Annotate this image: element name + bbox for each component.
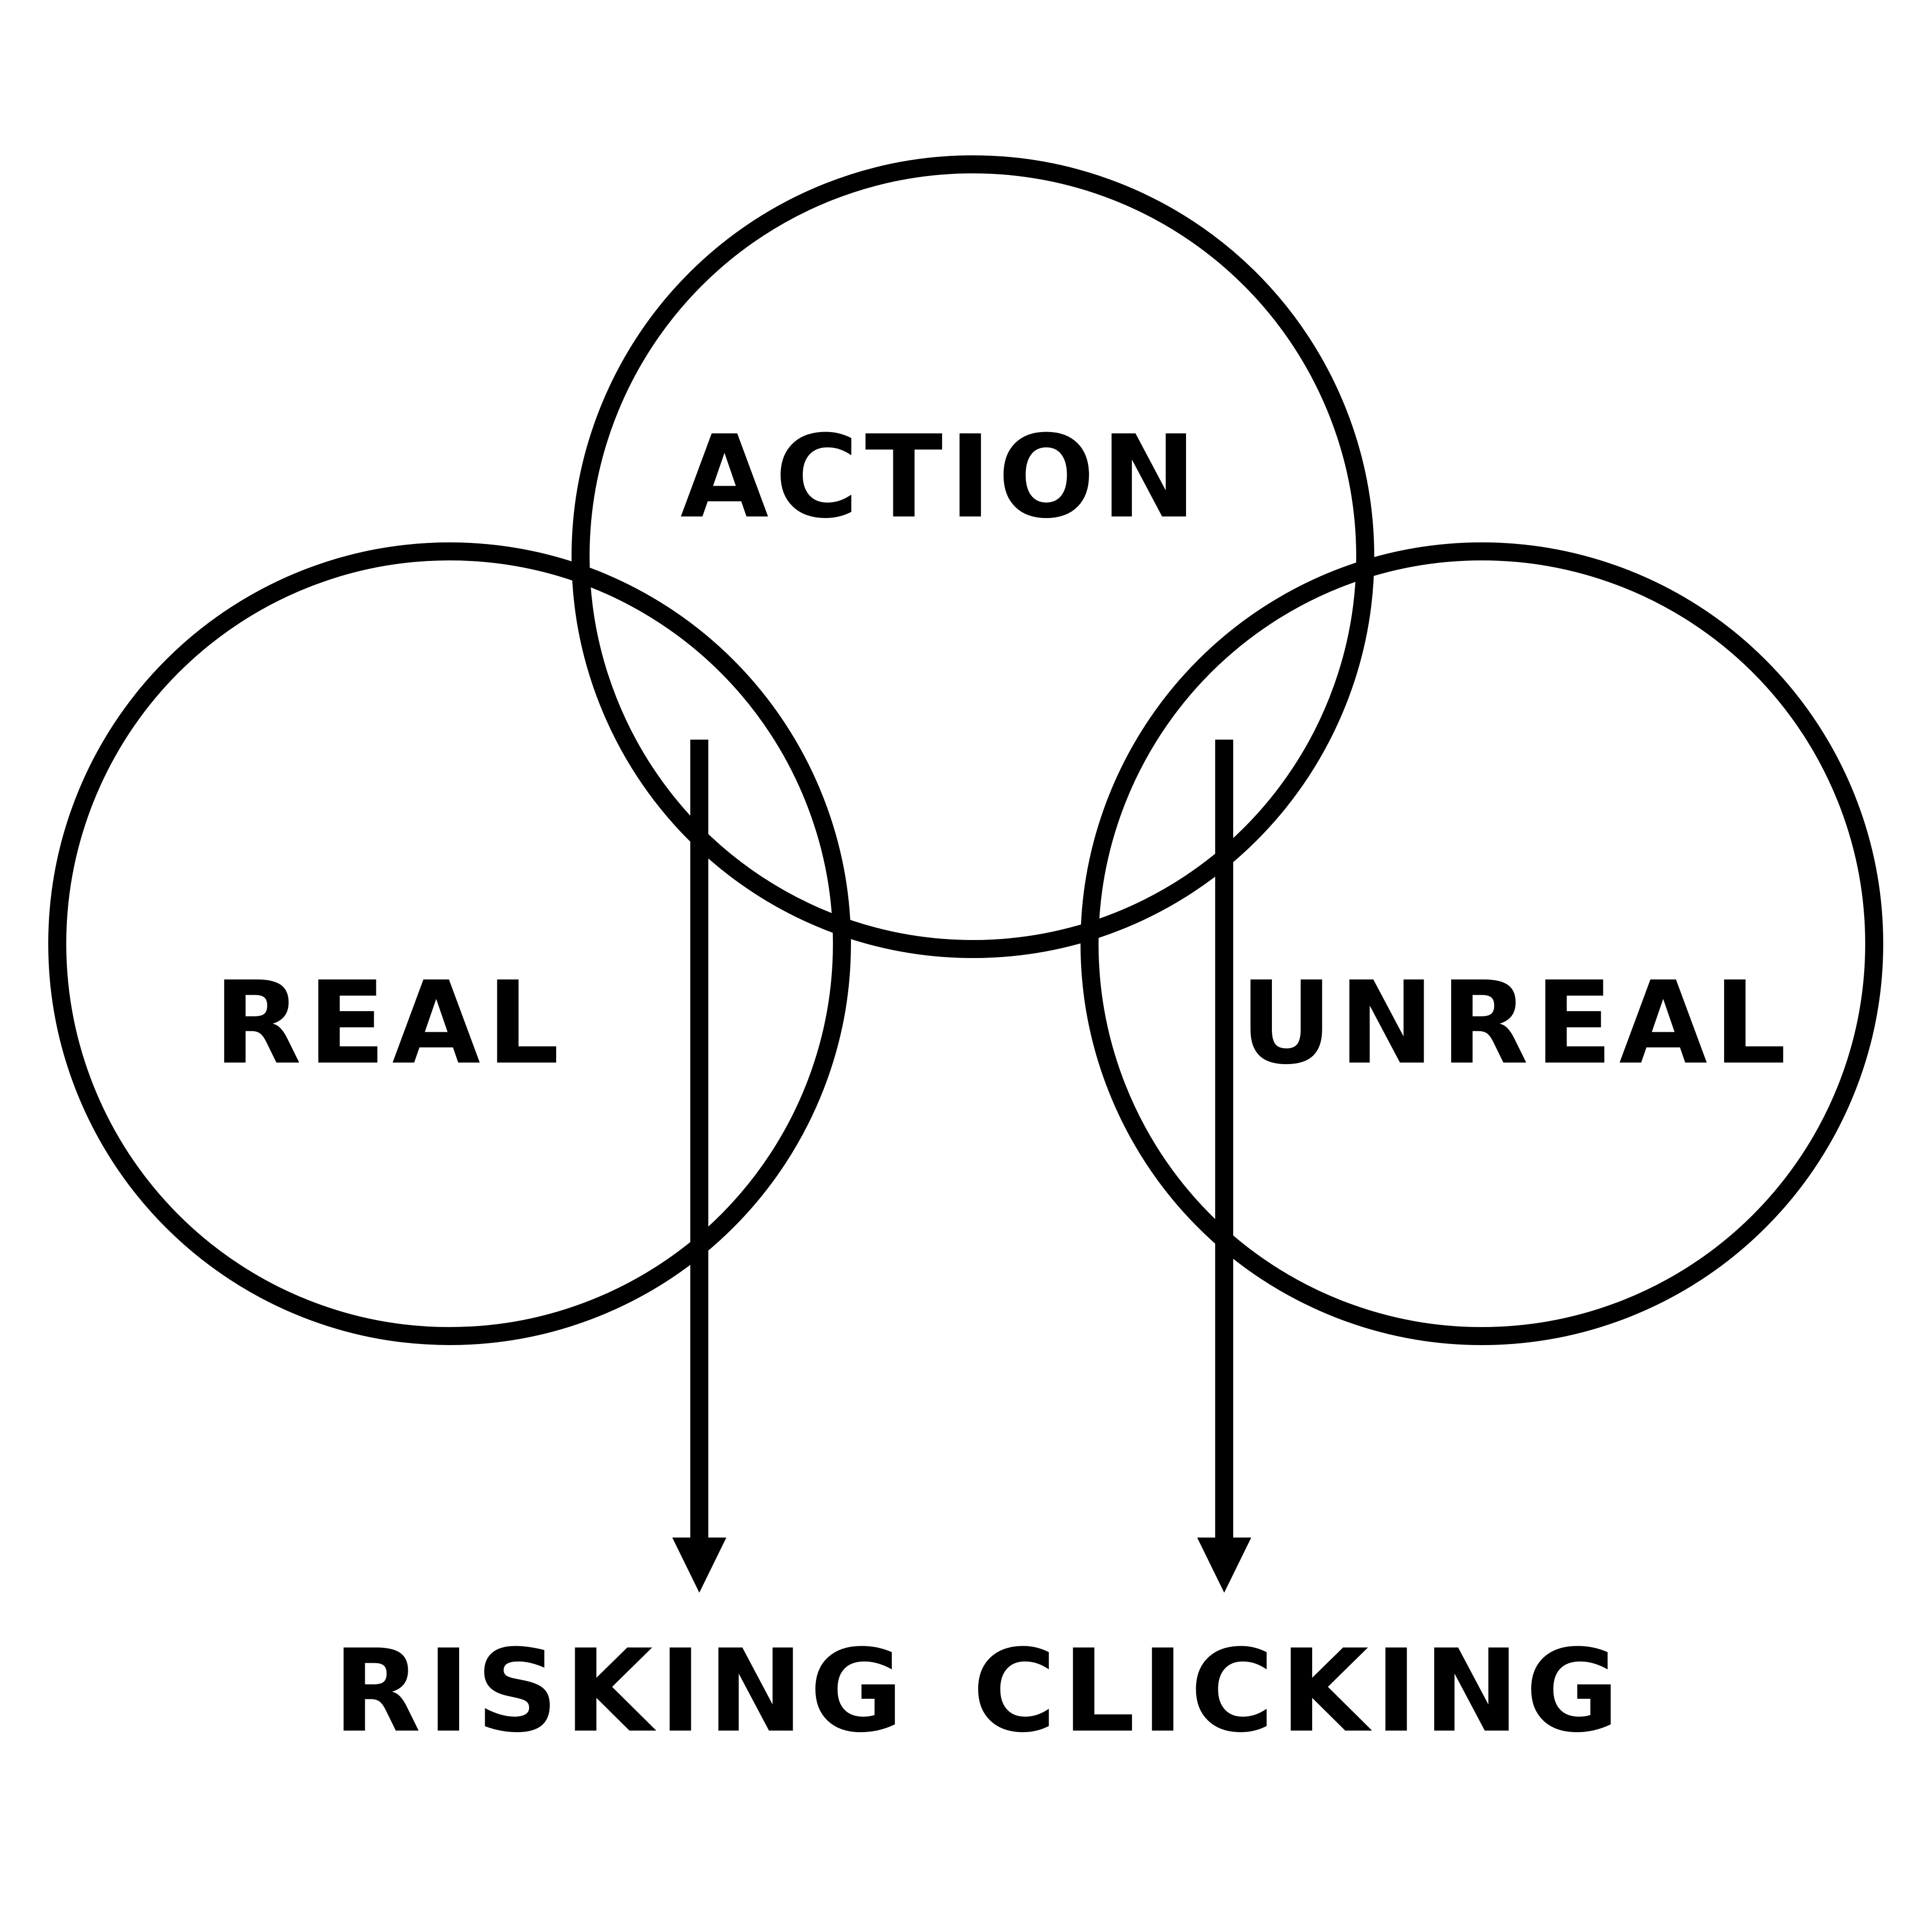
- action-circle: [572, 155, 1374, 958]
- clicking-label: CLICKING: [972, 1624, 1626, 1758]
- left-arrowhead: [672, 1538, 726, 1593]
- action-label: ACTION: [680, 410, 1203, 543]
- unreal-label: UNREAL: [1240, 956, 1793, 1090]
- real-circle: [48, 542, 851, 1345]
- unreal-circle: [1081, 542, 1883, 1345]
- risking-label: RISKING: [333, 1624, 909, 1758]
- right-arrowhead: [1197, 1538, 1251, 1593]
- real-label: REAL: [214, 956, 566, 1090]
